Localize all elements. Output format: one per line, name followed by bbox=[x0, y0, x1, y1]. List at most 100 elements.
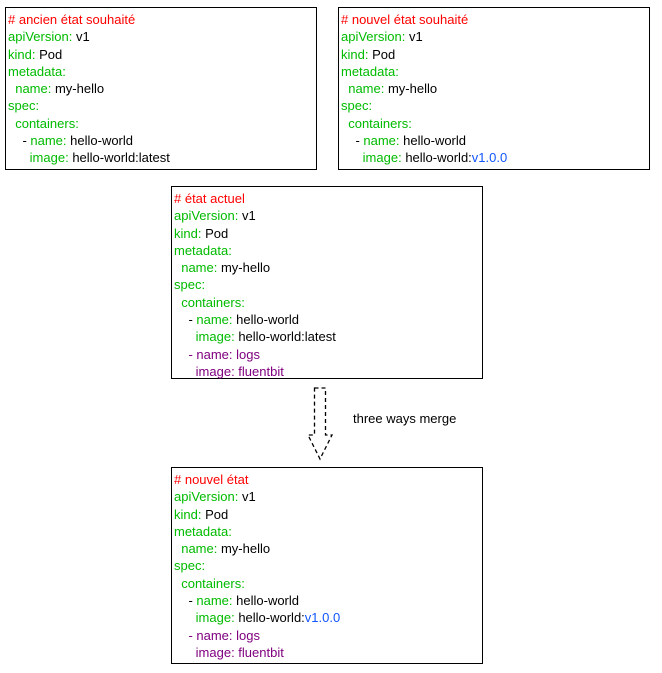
yaml-line: # nouvel état souhaité bbox=[341, 11, 649, 28]
yaml-token: metadata: bbox=[8, 63, 66, 79]
yaml-line: apiVersion: v1 bbox=[174, 488, 482, 505]
yaml-token: - bbox=[174, 593, 197, 609]
yaml-line: # nouvel état bbox=[174, 471, 482, 488]
yaml-line: image: hello-world:v1.0.0 bbox=[341, 149, 649, 166]
yaml-token: name: bbox=[363, 133, 400, 149]
yaml-token: my-hello bbox=[217, 541, 271, 557]
yaml-token: spec: bbox=[8, 98, 40, 114]
yaml-token: hello-world bbox=[399, 133, 467, 149]
yaml-token: image: bbox=[341, 150, 402, 166]
yaml-token: apiVersion: bbox=[8, 29, 73, 45]
yaml-line: containers: bbox=[174, 294, 482, 311]
yaml-line: spec: bbox=[174, 557, 482, 574]
yaml-token: kind: bbox=[341, 46, 369, 62]
merge-label: three ways merge bbox=[353, 411, 457, 426]
yaml-line: - name: hello-world bbox=[174, 311, 482, 328]
yaml-line: image: hello-world:latest bbox=[174, 328, 482, 345]
yaml-token: - bbox=[341, 133, 364, 149]
yaml-token: kind: bbox=[174, 506, 202, 522]
yaml-line: kind: Pod bbox=[174, 225, 482, 242]
yaml-token: my-hello bbox=[217, 260, 271, 276]
yaml-line: containers: bbox=[341, 115, 649, 132]
yaml-token: spec: bbox=[174, 277, 206, 293]
yaml-line: spec: bbox=[341, 97, 649, 114]
yaml-token: hello-world: bbox=[234, 610, 305, 626]
yaml-token: my-hello bbox=[51, 81, 105, 97]
yaml-token: - bbox=[8, 133, 31, 149]
yaml-token: my-hello bbox=[384, 81, 438, 97]
yaml-token: apiVersion: bbox=[341, 29, 406, 45]
yaml-line: apiVersion: v1 bbox=[8, 28, 316, 45]
yaml-line: apiVersion: v1 bbox=[174, 207, 482, 224]
yaml-token: kind: bbox=[8, 46, 36, 62]
yaml-token: apiVersion: bbox=[174, 208, 239, 224]
yaml-token: apiVersion: bbox=[174, 489, 239, 505]
yaml-token: hello-world bbox=[232, 312, 300, 328]
yaml-line: metadata: bbox=[341, 63, 649, 80]
yaml-line: kind: Pod bbox=[174, 506, 482, 523]
yaml-token: image: bbox=[174, 329, 235, 345]
yaml-line: metadata: bbox=[8, 63, 316, 80]
yaml-line: image: hello-world:v1.0.0 bbox=[174, 609, 482, 626]
yaml-token: metadata: bbox=[341, 63, 399, 79]
yaml-line: - name: hello-world bbox=[8, 132, 316, 149]
yaml-token: image: fluentbit bbox=[174, 644, 284, 660]
yaml-token: v1 bbox=[238, 489, 256, 505]
yaml-token: hello-world bbox=[66, 133, 134, 149]
yaml-token: containers: bbox=[8, 115, 79, 131]
yaml-token: - bbox=[174, 312, 197, 328]
yaml-line: kind: Pod bbox=[8, 46, 316, 63]
yaml-line: name: my-hello bbox=[341, 80, 649, 97]
yaml-token: metadata: bbox=[174, 242, 232, 258]
yaml-token: v1 bbox=[238, 208, 256, 224]
yaml-line: - name: logs bbox=[174, 346, 482, 363]
yaml-line: - name: hello-world bbox=[341, 132, 649, 149]
yaml-token: containers: bbox=[174, 294, 245, 310]
yaml-token: v1.0.0 bbox=[471, 150, 508, 166]
yaml-line: # ancien état souhaité bbox=[8, 11, 316, 28]
yaml-line: - name: logs bbox=[174, 627, 482, 644]
yaml-token: containers: bbox=[174, 575, 245, 591]
yaml-line: image: fluentbit bbox=[174, 363, 482, 380]
yaml-line: metadata: bbox=[174, 523, 482, 540]
yaml-token: name: bbox=[174, 541, 218, 557]
yaml-token: Pod bbox=[368, 46, 396, 62]
yaml-token: name: bbox=[196, 312, 233, 328]
yaml-token: name: bbox=[196, 593, 233, 609]
yaml-line: # état actuel bbox=[174, 190, 482, 207]
yaml-token: image: fluentbit bbox=[174, 363, 284, 379]
yaml-token: Pod bbox=[201, 225, 229, 241]
yaml-token: hello-world: bbox=[401, 150, 472, 166]
yaml-line: - name: hello-world bbox=[174, 592, 482, 609]
yaml-line: name: my-hello bbox=[8, 80, 316, 97]
yaml-token: Pod bbox=[201, 506, 229, 522]
yaml-token: name: bbox=[174, 260, 218, 276]
yaml-line: spec: bbox=[8, 97, 316, 114]
yaml-token: - name: logs bbox=[174, 346, 260, 362]
yaml-token: name: bbox=[8, 81, 52, 97]
yaml-token: image: bbox=[8, 150, 69, 166]
yaml-token: name: bbox=[341, 81, 385, 97]
yaml-line: containers: bbox=[8, 115, 316, 132]
yaml-token: name: bbox=[30, 133, 67, 149]
yaml-token: Pod bbox=[35, 46, 63, 62]
yaml-token: v1.0.0 bbox=[304, 610, 341, 626]
yaml-line: containers: bbox=[174, 575, 482, 592]
yaml-line: name: my-hello bbox=[174, 540, 482, 557]
yaml-token: # ancien état souhaité bbox=[8, 12, 136, 27]
yaml-token: spec: bbox=[174, 558, 206, 574]
yaml-token: hello-world bbox=[232, 593, 300, 609]
yaml-line: name: my-hello bbox=[174, 259, 482, 276]
yaml-token: # nouvel état bbox=[174, 472, 249, 487]
yaml-token: metadata: bbox=[174, 523, 232, 539]
yaml-line: spec: bbox=[174, 276, 482, 293]
yaml-token: # nouvel état souhaité bbox=[341, 12, 469, 27]
yaml-line: kind: Pod bbox=[341, 46, 649, 63]
yaml-token: - name: logs bbox=[174, 627, 260, 643]
yaml-token: containers: bbox=[341, 115, 412, 131]
yaml-token: spec: bbox=[341, 98, 373, 114]
yaml-token: v1 bbox=[405, 29, 423, 45]
yaml-token: # état actuel bbox=[174, 191, 245, 206]
